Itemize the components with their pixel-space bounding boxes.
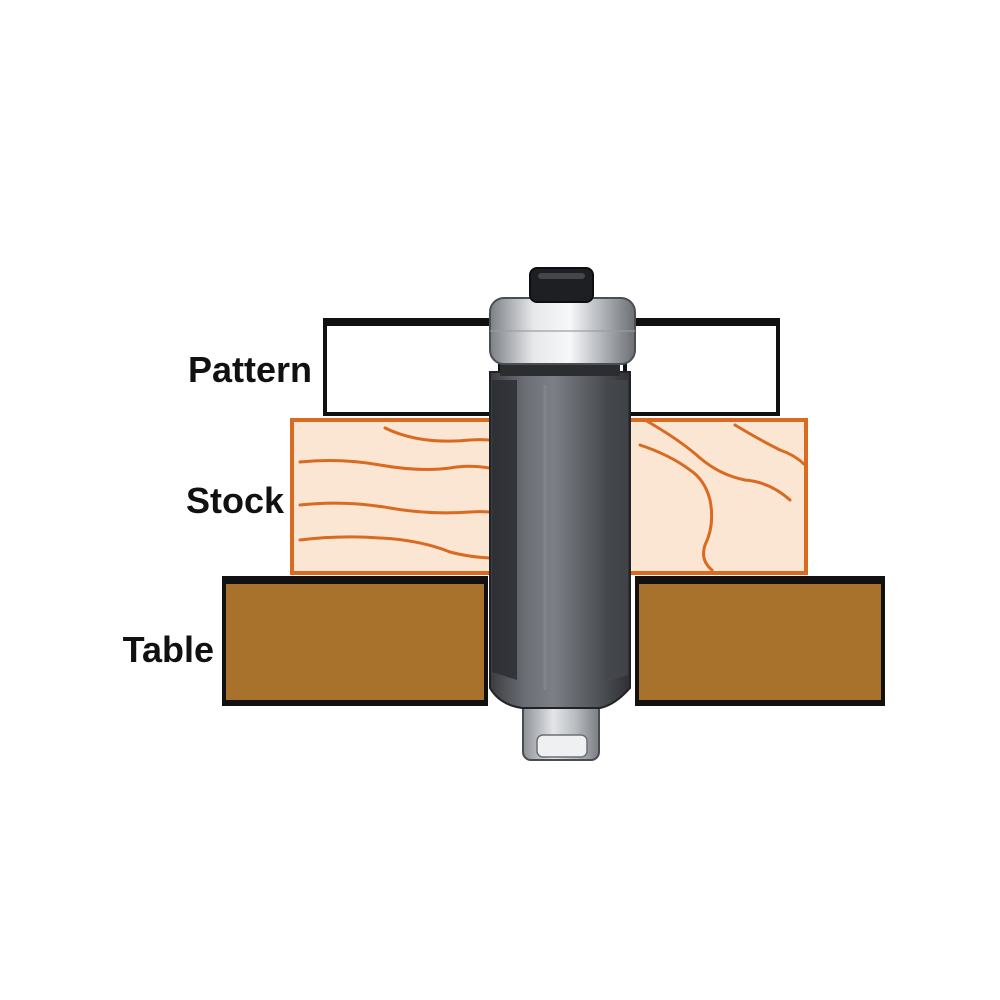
- flush-trim-router-bit-icon: [489, 267, 636, 761]
- router-table: [222, 576, 885, 706]
- pattern-board: [323, 318, 780, 416]
- label-table: Table: [123, 629, 214, 670]
- label-pattern: Pattern: [188, 349, 312, 390]
- label-stock: Stock: [186, 480, 285, 521]
- table-right: [635, 578, 885, 704]
- ball-bearing-icon: [489, 297, 636, 365]
- table-left: [222, 578, 488, 704]
- pattern-board-left: [323, 318, 502, 416]
- pattern-board-right: [623, 318, 780, 416]
- bit-cutter-body: [489, 371, 631, 709]
